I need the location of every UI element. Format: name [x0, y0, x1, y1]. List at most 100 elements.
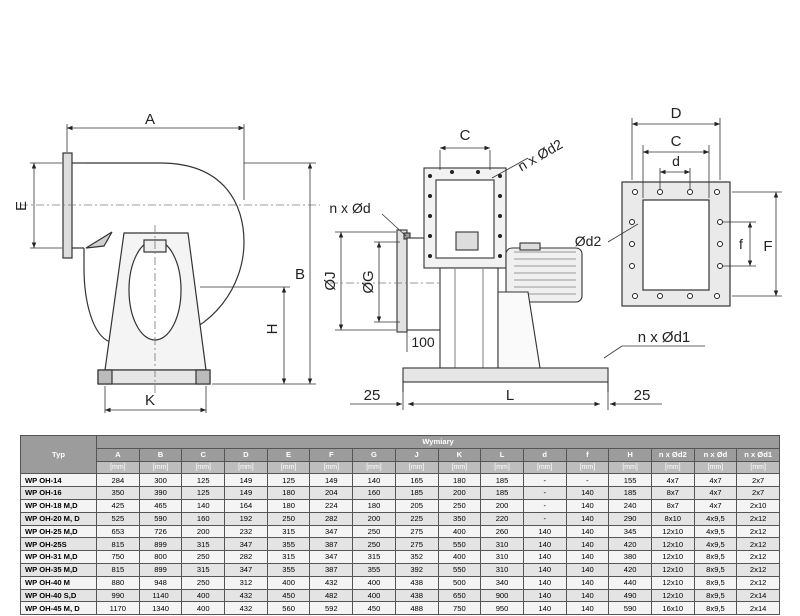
table-cell: 300 — [138, 473, 183, 488]
table-cell: 282 — [309, 511, 354, 526]
table-cell: 282 — [224, 550, 268, 564]
table-cell: 2x12 — [736, 537, 780, 552]
table-cell: 4x7 — [693, 473, 738, 488]
table-cell: 750 — [437, 601, 482, 616]
row-type-cell: WP OH-40 M — [20, 575, 97, 590]
table-cell: 8x9,5 — [693, 562, 738, 577]
row-type-cell: WP OH-14 — [20, 473, 97, 488]
dim-label-25-left: 25 — [364, 387, 381, 404]
table-cell: 2x7 — [736, 486, 780, 500]
table-cell: 726 — [138, 524, 183, 539]
row-type-cell: WP OH-20 M, D — [20, 511, 97, 526]
table-cell: 125 — [266, 473, 311, 488]
table-cell: 950 — [480, 601, 524, 616]
outlet-flange-view — [621, 181, 731, 307]
table-cell: 432 — [224, 588, 268, 603]
table-cell: 525 — [96, 511, 140, 526]
table-cell: 225 — [394, 511, 439, 526]
dim-label-D: D — [671, 105, 682, 122]
unit-cell: [mm] — [352, 460, 396, 475]
table-cell: 185 — [480, 473, 524, 488]
table-cell: 12x10 — [650, 575, 695, 590]
front-view-dimensions — [330, 145, 705, 410]
table-cell: 200 — [480, 498, 524, 513]
column-header: n x Ød2 — [650, 447, 695, 462]
table-cell: 4x9,5 — [693, 537, 738, 552]
table-cell: 465 — [138, 498, 183, 513]
table-cell: 164 — [224, 498, 268, 513]
table-cell: 432 — [224, 601, 268, 616]
table-cell: 432 — [309, 575, 354, 590]
table-cell: 352 — [394, 550, 439, 564]
table-cell: 340 — [480, 575, 524, 590]
table-cell: 200 — [181, 524, 226, 539]
table-cell: 125 — [181, 486, 226, 500]
table-cell: 140 — [565, 550, 610, 564]
table-cell: 140 — [522, 601, 567, 616]
table-cell: 450 — [352, 601, 396, 616]
dim-label-L: L — [506, 387, 514, 404]
table-cell: 2x10 — [736, 498, 780, 513]
column-header: n x Ød — [693, 447, 738, 462]
fan-side-view — [62, 152, 245, 385]
fan-front-view — [396, 167, 609, 392]
unit-cell: [mm] — [437, 460, 482, 475]
table-cell: 400 — [352, 575, 396, 590]
table-cell: 590 — [608, 601, 652, 616]
unit-cell: [mm] — [394, 460, 439, 475]
table-cell: 160 — [181, 511, 226, 526]
unit-cell: [mm] — [693, 460, 738, 475]
row-type-cell: WP OH-35 M,D — [20, 562, 97, 577]
table-cell: 185 — [394, 486, 439, 500]
dim-label-C-front: C — [671, 133, 682, 150]
left-view-labels: A E B H K — [13, 111, 305, 409]
table-cell: 425 — [96, 498, 140, 513]
table-cell: 1170 — [96, 601, 140, 616]
table-cell: 420 — [608, 537, 652, 552]
row-type-cell: WP OH-25 M,D — [20, 524, 97, 539]
table-cell: 347 — [224, 537, 268, 552]
column-header: D — [224, 447, 268, 462]
table-cell: 250 — [352, 524, 396, 539]
table-cell: 488 — [394, 601, 439, 616]
table-cell: 592 — [309, 601, 354, 616]
row-type-cell: WP OH-40 S,D — [20, 588, 97, 603]
table-cell: 420 — [608, 562, 652, 577]
table-cell: 275 — [394, 524, 439, 539]
table-cell: 800 — [138, 550, 183, 564]
column-header: J — [394, 447, 439, 462]
table-cell: 160 — [352, 486, 396, 500]
table-cell: 2x7 — [736, 473, 780, 488]
table-cell: 400 — [352, 588, 396, 603]
table-cell: 315 — [181, 537, 226, 552]
column-group-header-wymiary: Wymiary — [96, 435, 780, 449]
table-cell: 12x10 — [650, 524, 695, 539]
table-cell: 140 — [522, 537, 567, 552]
table-cell: 140 — [565, 511, 610, 526]
column-header-typ: Typ — [20, 434, 97, 475]
technical-drawing: A E B H K — [13, 105, 782, 413]
column-header: n x Ød1 — [736, 447, 780, 462]
left-view-dimensions — [20, 124, 320, 413]
dim-label-nd2-side: n x Ød2 — [515, 136, 566, 174]
table-cell: - — [522, 498, 567, 513]
table-cell: 438 — [394, 575, 439, 590]
unit-cell: [mm] — [522, 460, 567, 475]
table-cell: 8x9,5 — [693, 550, 738, 564]
dim-label-25-right: 25 — [634, 387, 651, 404]
outlet-flange-holes — [629, 189, 723, 299]
table-cell: 192 — [224, 511, 268, 526]
table-cell: 500 — [437, 575, 482, 590]
table-cell: 2x12 — [736, 511, 780, 526]
table-cell: 165 — [394, 473, 439, 488]
table-cell: 2x12 — [736, 550, 780, 564]
table-cell: 8x9,5 — [693, 588, 738, 603]
table-cell: 355 — [266, 562, 311, 577]
table-cell: 180 — [352, 498, 396, 513]
dim-label-B: B — [295, 266, 305, 283]
